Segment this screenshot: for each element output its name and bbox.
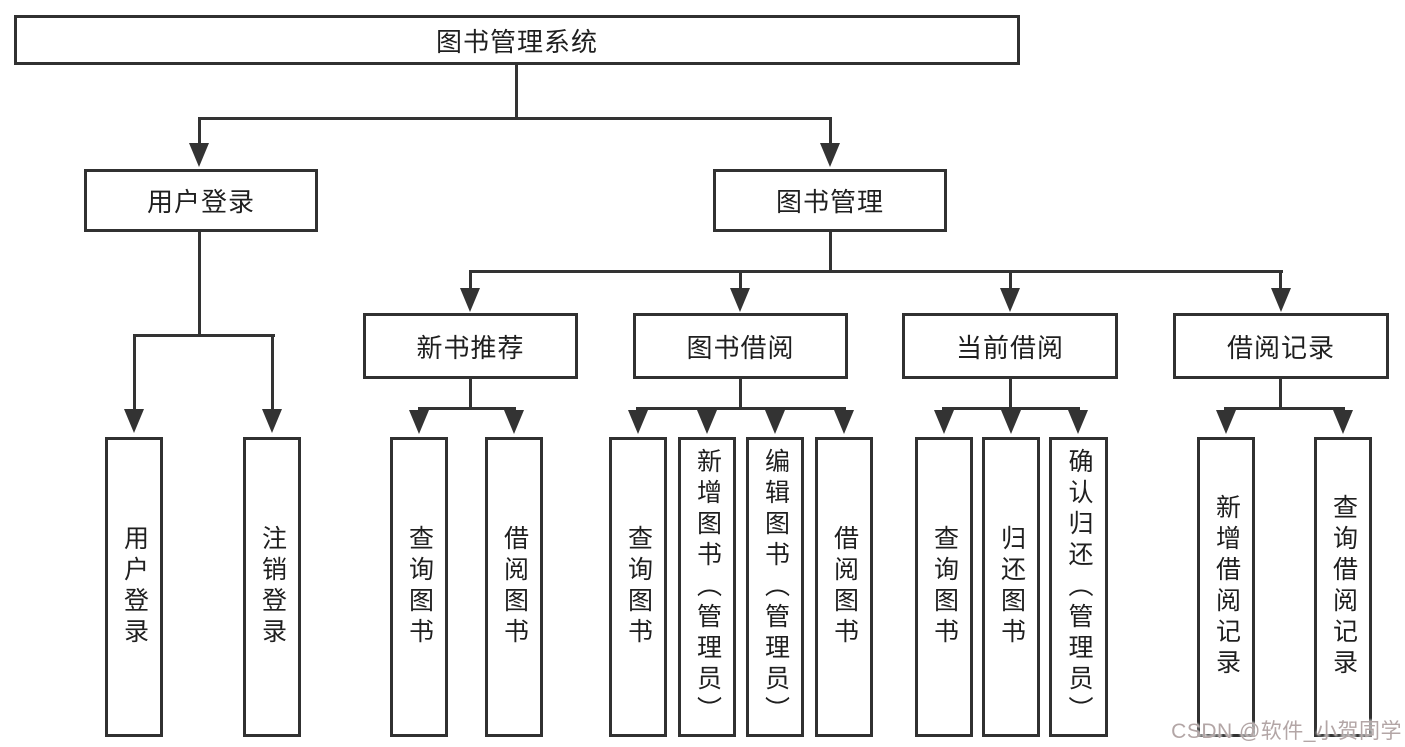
leaf-bb-add-books-admin: 新增图书（管理员） bbox=[678, 437, 736, 737]
leaf-nb-borrow-books-label: 借阅图书 bbox=[500, 525, 529, 649]
node-book-borrowing-label: 图书借阅 bbox=[686, 332, 795, 363]
connector-leaf-logout-drop bbox=[271, 334, 274, 410]
leaf-nb-query-books-label: 查询图书 bbox=[405, 525, 434, 649]
arrow-bb-query-icon bbox=[628, 410, 648, 434]
node-new-book-recommendation: 新书推荐 bbox=[363, 313, 578, 379]
leaf-bb-borrow-books-label: 借阅图书 bbox=[830, 525, 859, 649]
connector-br-hline bbox=[1224, 407, 1345, 410]
node-root: 图书管理系统 bbox=[14, 15, 1020, 65]
node-current-borrowing: 当前借阅 bbox=[902, 313, 1118, 379]
arrow-leaf-logout-icon bbox=[262, 409, 282, 433]
node-user-login: 用户登录 bbox=[84, 169, 318, 232]
connector-user-login-drop bbox=[198, 117, 201, 145]
leaf-bb-query-books-label: 查询图书 bbox=[624, 525, 653, 649]
arrow-user-login-icon bbox=[189, 143, 209, 167]
leaf-cb-return-books-label: 归还图书 bbox=[997, 525, 1026, 649]
node-borrowing-records-label: 借阅记录 bbox=[1226, 332, 1335, 363]
leaf-logout-label: 注销登录 bbox=[258, 525, 287, 649]
leaf-bb-add-books-admin-label: 新增图书（管理员） bbox=[693, 447, 722, 727]
connector-book-mgmt-stub bbox=[829, 232, 832, 272]
node-user-login-label: 用户登录 bbox=[146, 187, 255, 217]
watermark: CSDN @软件_小贺同学 bbox=[1171, 720, 1402, 743]
leaf-cb-query-books: 查询图书 bbox=[915, 437, 973, 737]
arrow-bb-add-icon bbox=[697, 410, 717, 434]
connector-borrow-record-drop bbox=[1279, 270, 1282, 290]
leaf-cb-confirm-return-admin-label: 确认归还（管理员） bbox=[1065, 447, 1093, 727]
connector-level3-hline bbox=[469, 270, 1283, 273]
arrow-cb-query-icon bbox=[934, 410, 954, 434]
arrow-borrow-record-icon bbox=[1271, 288, 1291, 312]
node-borrowing-records: 借阅记录 bbox=[1173, 313, 1389, 379]
connector-new-book-drop bbox=[469, 270, 472, 290]
arrow-book-borrow-icon bbox=[730, 288, 750, 312]
connector-level2-hline bbox=[198, 117, 832, 120]
connector-leaf-login-drop bbox=[133, 334, 136, 410]
arrow-new-book-icon bbox=[460, 288, 480, 312]
node-book-management-label: 图书管理 bbox=[775, 187, 884, 217]
leaf-br-add-record-label: 新增借阅记录 bbox=[1212, 494, 1241, 680]
leaf-cb-return-books: 归还图书 bbox=[982, 437, 1040, 737]
node-book-borrowing: 图书借阅 bbox=[633, 313, 848, 379]
connector-user-login-hline bbox=[133, 334, 275, 337]
arrow-book-mgmt-icon bbox=[820, 143, 840, 167]
connector-current-borrow-drop bbox=[1009, 270, 1012, 290]
node-new-book-recommendation-label: 新书推荐 bbox=[416, 332, 525, 363]
leaf-bb-edit-books-admin: 编辑图书（管理员） bbox=[746, 437, 804, 737]
node-root-label: 图书管理系统 bbox=[435, 26, 598, 57]
connector-nb-stub bbox=[469, 378, 472, 409]
connector-book-mgmt-drop bbox=[829, 117, 832, 145]
arrow-br-add-icon bbox=[1216, 410, 1236, 434]
leaf-logout: 注销登录 bbox=[243, 437, 301, 737]
leaf-bb-borrow-books: 借阅图书 bbox=[815, 437, 873, 737]
arrow-nb-query-icon bbox=[409, 410, 429, 434]
arrow-bb-edit-icon bbox=[765, 410, 785, 434]
leaf-cb-query-books-label: 查询图书 bbox=[930, 525, 959, 649]
leaf-bb-edit-books-admin-label: 编辑图书（管理员） bbox=[761, 447, 790, 727]
leaf-br-query-record-label: 查询借阅记录 bbox=[1329, 494, 1358, 680]
leaf-nb-borrow-books: 借阅图书 bbox=[485, 437, 543, 737]
leaf-cb-confirm-return-admin: 确认归还（管理员） bbox=[1049, 437, 1108, 737]
arrow-current-borrow-icon bbox=[1000, 288, 1020, 312]
leaf-user-login-label: 用户登录 bbox=[120, 525, 149, 649]
leaf-nb-query-books: 查询图书 bbox=[390, 437, 448, 737]
arrow-cb-confirm-icon bbox=[1068, 410, 1088, 434]
connector-br-stub bbox=[1279, 378, 1282, 409]
leaf-br-add-record: 新增借阅记录 bbox=[1197, 437, 1255, 737]
connector-cb-stub bbox=[1009, 378, 1012, 409]
connector-root-stub bbox=[515, 65, 518, 119]
arrow-br-query-icon bbox=[1333, 410, 1353, 434]
connector-bb-hline bbox=[636, 407, 846, 410]
leaf-br-query-record: 查询借阅记录 bbox=[1314, 437, 1372, 737]
connector-user-login-stub bbox=[198, 232, 201, 336]
connector-book-borrow-drop bbox=[739, 270, 742, 290]
connector-nb-hline bbox=[418, 407, 516, 410]
leaf-bb-query-books: 查询图书 bbox=[609, 437, 667, 737]
arrow-cb-return-icon bbox=[1001, 410, 1021, 434]
node-current-borrowing-label: 当前借阅 bbox=[955, 332, 1064, 363]
arrow-leaf-login-icon bbox=[124, 409, 144, 433]
arrow-nb-borrow-icon bbox=[504, 410, 524, 434]
connector-bb-stub bbox=[739, 378, 742, 409]
node-book-management: 图书管理 bbox=[713, 169, 947, 232]
connector-cb-hline bbox=[942, 407, 1080, 410]
leaf-user-login: 用户登录 bbox=[105, 437, 163, 737]
arrow-bb-borrow-icon bbox=[834, 410, 854, 434]
